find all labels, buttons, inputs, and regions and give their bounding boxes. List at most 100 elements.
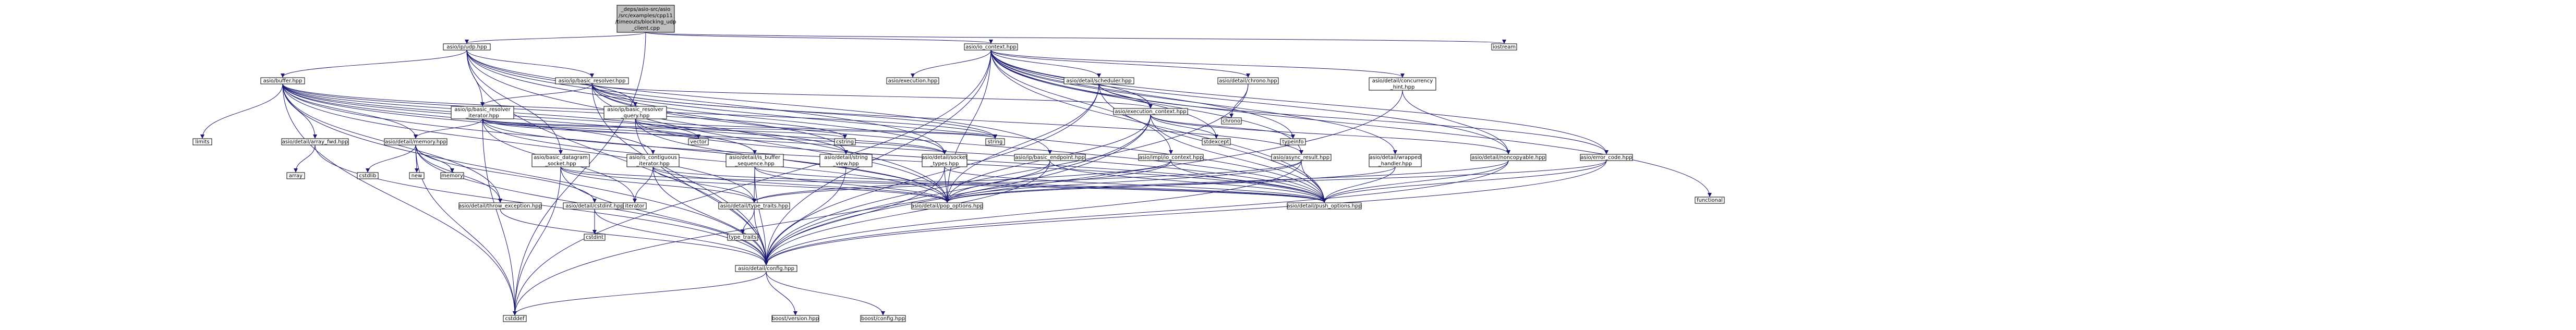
node-is_buffer_seq[interactable]: asio/detail/is_buffer_sequence.hpp	[725, 154, 784, 167]
node-error_code[interactable]: asio/error_code.hpp	[1580, 154, 1633, 161]
node-box-typeinfo	[1280, 138, 1306, 145]
node-box-basic_endpoint	[1014, 154, 1086, 161]
node-label-root: _client.cpp	[631, 26, 660, 31]
node-label-string: string	[988, 139, 1003, 145]
node-impl_io_ctx[interactable]: asio/impl/io_context.hpp	[1138, 154, 1204, 161]
node-label-chrono: chrono	[1223, 118, 1240, 124]
node-label-is_contiguous: _iterator.hpp	[636, 161, 670, 167]
edge-basic_resolver_iter-to-cstring	[482, 118, 847, 139]
node-string: string	[985, 138, 1005, 145]
node-scheduler[interactable]: asio/detail/scheduler.hpp	[1063, 77, 1134, 84]
node-box-array_fwd	[281, 138, 349, 145]
node-box-basic_resolver	[555, 77, 629, 84]
node-box-limits	[192, 138, 212, 145]
node-label-error_code: asio/error_code.hpp	[1580, 155, 1632, 161]
node-basic_resolver[interactable]: asio/ip/basic_resolver.hpp	[555, 77, 629, 84]
node-chrono_hpp[interactable]: asio/detail/chrono.hpp	[1217, 77, 1279, 84]
edge-exec_ctx-to-cstddef	[513, 114, 1151, 315]
node-array_fwd[interactable]: asio/detail/array_fwd.hpp	[281, 138, 349, 145]
node-box-error_code	[1580, 154, 1633, 161]
edge-root-to-udp	[465, 32, 646, 44]
node-label-wrapped_handler: _handler.hpp	[1378, 161, 1412, 167]
node-box-type_traits_hpp	[718, 202, 790, 210]
node-box-chrono	[1221, 117, 1242, 125]
node-basic_endpoint[interactable]: asio/ip/basic_endpoint.hpp	[1014, 154, 1086, 161]
node-label-array: array	[289, 173, 303, 179]
edge-exec_ctx-to-noncopyable	[1150, 114, 1510, 154]
node-label-basic_endpoint: asio/ip/basic_endpoint.hpp	[1015, 155, 1085, 161]
node-label-basic_resolver_iter: _iterator.hpp	[465, 113, 499, 119]
edge-basic_resolver-to-basic_resolver_iter	[480, 83, 592, 106]
node-push_options[interactable]: asio/detail/push_options.hpp	[1287, 202, 1362, 210]
node-basic_resolver_iter[interactable]: asio/ip/basic_resolver_iterator.hpp	[451, 106, 514, 119]
node-box-scheduler	[1063, 77, 1134, 84]
edge-buffer-to-type_traits_hpp	[282, 83, 756, 203]
node-noncopyable[interactable]: asio/detail/noncopyable.hpp	[1470, 154, 1546, 161]
node-wrapped_handler[interactable]: asio/detail/wrapped_handler.hpp	[1369, 154, 1422, 167]
node-label-is_buffer_seq: _sequence.hpp	[734, 161, 774, 167]
node-label-cstdint: cstdint	[586, 235, 603, 240]
node-label-config: asio/detail/config.hpp	[738, 266, 794, 272]
node-label-type_traits_hpp: asio/detail/type_traits.hpp	[720, 203, 789, 209]
node-box-ioctx	[964, 43, 1018, 51]
node-stdexcept: stdexcept	[1202, 138, 1231, 145]
node-is_contiguous[interactable]: asio/is_contiguous_iterator.hpp	[626, 154, 680, 167]
node-box-chrono_hpp	[1217, 77, 1279, 84]
edge-error_code-to-pop_options	[945, 160, 1607, 203]
edge-ioctx-to-execution	[911, 50, 991, 78]
edge-basic_resolver-to-exec_ctx	[591, 83, 1153, 108]
edge-cstdint_hpp-to-config	[594, 209, 768, 265]
node-buffer[interactable]: asio/buffer.hpp	[260, 77, 305, 84]
edge-scheduler-to-pop_options	[945, 83, 1099, 203]
edge-basic_resolver_query-to-socket_types	[635, 118, 947, 154]
node-concurrency[interactable]: asio/detail/concurrency_hint.hpp	[1369, 77, 1436, 91]
node-execution[interactable]: asio/execution.hpp	[886, 77, 939, 84]
node-basic_resolver_query[interactable]: asio/ip/basic_resolver_query.hpp	[603, 106, 667, 119]
node-label-string_view: _view.hpp	[832, 161, 858, 167]
node-label-throw_exception: asio/detail/throw_exception.hpp	[458, 203, 542, 209]
edge-type_traits_hpp-to-config	[754, 209, 768, 265]
node-basic_datagram[interactable]: asio/basic_datagram_socket.hpp	[531, 154, 590, 167]
node-label-new: new	[412, 173, 422, 179]
edge-basic_resolver-to-config	[591, 83, 768, 265]
node-box-memory	[440, 172, 464, 179]
node-iterator: iterator	[623, 202, 647, 210]
node-type_traits_hpp[interactable]: asio/detail/type_traits.hpp	[718, 202, 790, 210]
edge-impl_io_ctx-to-pop_options	[945, 160, 1171, 203]
node-box-socket_types	[922, 154, 967, 167]
edge-error_code-to-config	[764, 160, 1607, 265]
node-limits: limits	[192, 138, 212, 145]
edge-basic_datagram-to-pop_options	[560, 166, 949, 203]
node-label-memory_hpp: asio/detail/memory.hpp	[385, 139, 446, 145]
node-async_result[interactable]: asio/async_result.hpp	[1271, 154, 1332, 161]
node-label-basic_resolver_iter: asio/ip/basic_resolver	[454, 107, 511, 113]
node-label-push_options: asio/detail/push_options.hpp	[1287, 203, 1361, 209]
node-cstdint_hpp[interactable]: asio/detail/cstdint.hpp	[563, 202, 626, 210]
node-label-limits: limits	[195, 139, 209, 145]
edge-is_buffer_seq-to-push_options	[754, 166, 1326, 203]
edge-ioctx-to-typeinfo	[990, 50, 1295, 139]
node-exec_ctx[interactable]: asio/execution_context.hpp	[1113, 108, 1188, 115]
edge-scheduler-to-exec_ctx	[1098, 83, 1153, 108]
node-chrono: chrono	[1221, 117, 1242, 125]
node-udp[interactable]: asio/ip/udp.hpp	[443, 43, 491, 51]
edge-basic_resolver_iter-to-string	[482, 118, 997, 139]
node-socket_types[interactable]: asio/detail/socket_types.hpp	[922, 154, 967, 167]
node-memory: memory	[440, 172, 464, 179]
node-root[interactable]: _deps/asio-src/asio/src/examples/cpp11/t…	[615, 5, 676, 33]
node-config[interactable]: asio/detail/config.hpp	[735, 265, 797, 272]
node-pop_options[interactable]: asio/detail/pop_options.hpp	[911, 202, 983, 210]
node-label-noncopyable: asio/detail/noncopyable.hpp	[1471, 155, 1545, 161]
edge-udp-to-socket_types	[466, 50, 947, 154]
edge-wrapped_handler-to-pop_options	[945, 166, 1396, 203]
edge-socket_types-to-push_options	[944, 166, 1326, 203]
edge-buffer-to-cstddef	[282, 83, 517, 315]
node-label-basic_datagram: _socket.hpp	[545, 161, 576, 167]
edge-buffer-to-push_options	[282, 83, 1326, 203]
edge-is_contiguous-to-iterator	[633, 166, 654, 203]
node-string_view[interactable]: asio/detail/string_view.hpp	[819, 154, 873, 167]
node-label-root: /timeouts/blocking_udp	[615, 19, 676, 25]
node-memory_hpp[interactable]: asio/detail/memory.hpp	[384, 138, 448, 145]
node-throw_exception[interactable]: asio/detail/throw_exception.hpp	[458, 202, 542, 210]
node-ioctx[interactable]: asio/io_context.hpp	[964, 43, 1018, 51]
